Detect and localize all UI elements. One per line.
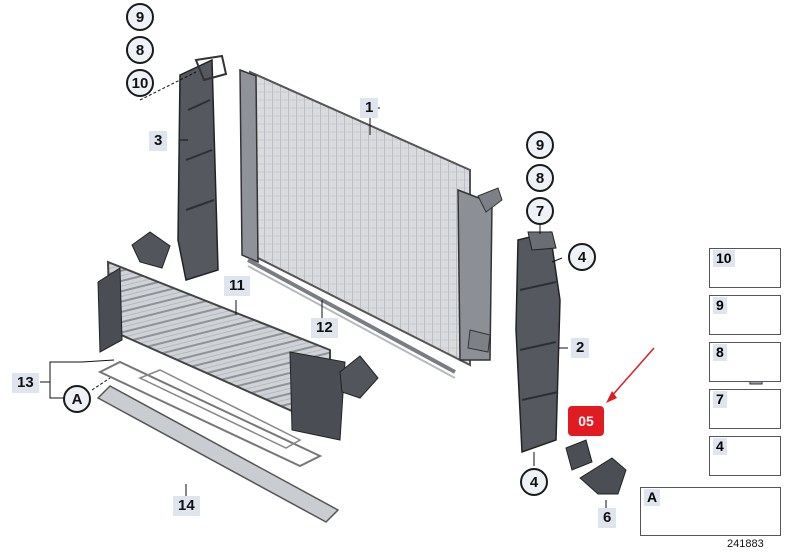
seal-strip bbox=[247, 258, 456, 374]
callout-6-bracket: 6 bbox=[598, 508, 617, 528]
callout-12-seal: 12 bbox=[311, 318, 338, 338]
detail-a-callout: A bbox=[63, 385, 91, 413]
callout-4-lower: 4 bbox=[520, 468, 548, 496]
callout-14-bracket: 14 bbox=[173, 496, 200, 516]
legend-number: 4 bbox=[713, 438, 727, 455]
radiator bbox=[239, 68, 503, 367]
small-brackets bbox=[565, 439, 627, 495]
highlight-arrow bbox=[609, 347, 655, 399]
legend-item-A: A bbox=[640, 487, 781, 536]
callout-2-right-duct: 2 bbox=[571, 338, 590, 358]
legend-item-10: 10 bbox=[709, 248, 781, 288]
callout-4-upper: 4 bbox=[568, 243, 596, 271]
highlight-label[interactable]: 05 bbox=[568, 406, 604, 436]
callout-13: 13 bbox=[12, 373, 39, 393]
legend-item-7: 7 bbox=[709, 389, 781, 429]
legend-number: 7 bbox=[713, 391, 727, 408]
callout-7-right: 7 bbox=[526, 197, 554, 225]
callout-10-top-left: 10 bbox=[126, 69, 154, 97]
left-air-duct bbox=[177, 54, 228, 281]
charge-air-cooler bbox=[97, 231, 379, 441]
right-air-duct bbox=[515, 231, 561, 454]
legend-number: A bbox=[644, 489, 661, 506]
lower-bracket bbox=[96, 360, 340, 523]
callout-3-left-duct: 3 bbox=[149, 131, 168, 151]
callout-8-right: 8 bbox=[526, 164, 554, 192]
callout-9-right: 9 bbox=[526, 131, 554, 159]
legend-number: 10 bbox=[713, 250, 735, 267]
callout-9-top-left: 9 bbox=[126, 3, 154, 31]
legend-item-4: 4 bbox=[709, 436, 781, 476]
callout-11-cooler: 11 bbox=[224, 276, 250, 296]
callout-1-radiator: 1 bbox=[360, 98, 379, 118]
legend-number: 8 bbox=[713, 344, 727, 361]
callout-8-top-left: 8 bbox=[126, 36, 154, 64]
legend-item-9: 9 bbox=[709, 295, 781, 335]
diagram-id: 241883 bbox=[727, 538, 764, 550]
legend-number: 9 bbox=[713, 297, 727, 314]
legend-item-8: 8 bbox=[709, 342, 781, 382]
